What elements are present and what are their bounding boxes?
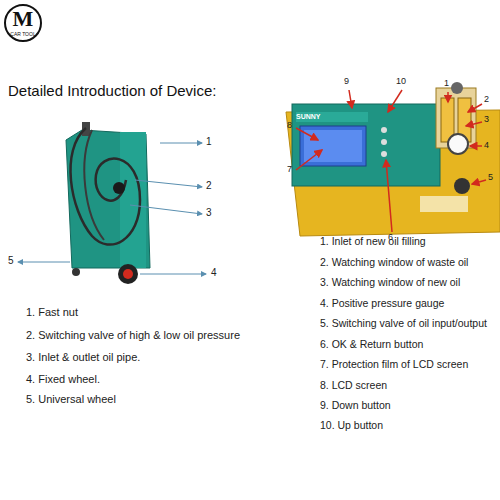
logo-text: CAR TOOL (6, 31, 40, 37)
logo-circle: MCAR TOOL (4, 4, 42, 42)
part-description: 9. Down button (320, 399, 498, 411)
part-description: 4. Fixed wheel. (26, 373, 100, 386)
part-description: 2. Watching window of waste oil (320, 256, 498, 268)
brand-text: SUNNY (296, 113, 321, 121)
machine-drawing (18, 122, 206, 284)
callout-number: 9 (344, 76, 349, 86)
part-description: 3. Inlet & outlet oil pipe. (26, 351, 140, 364)
logo-letter: M (6, 7, 40, 31)
callout-number: 4 (484, 140, 489, 150)
panel-drawing (286, 82, 500, 236)
callout-number: 10 (396, 76, 406, 86)
callout-number: 2 (206, 180, 212, 192)
part-description: 7. Protection film of LCD screen (320, 358, 498, 370)
part-description: 10. Up button (320, 419, 498, 431)
callout-number: 4 (211, 267, 217, 279)
part-description: 5. Switching valve of oil input/output (320, 317, 500, 329)
title: Detailed Introduction of Device: (8, 82, 216, 99)
callout-number: 3 (206, 207, 212, 219)
part-description: 8. LCD screen (320, 379, 498, 391)
part-description: 4. Positive pressure gauge (320, 297, 498, 309)
part-description: 1. Fast nut (26, 306, 78, 319)
part-description: 6. OK & Return button (320, 338, 498, 350)
callout-number: 2 (484, 94, 489, 104)
part-description: 3. Watching window of new oil (320, 276, 498, 288)
part-description: 5. Universal wheel (26, 393, 116, 406)
part-description: 1. Inlet of new oil filling (320, 235, 498, 247)
callout-number: 1 (206, 136, 212, 148)
part-description: 2. Switching valve of high & low oil pre… (26, 329, 240, 342)
callout-number: 3 (484, 114, 489, 124)
callout-number: 8 (287, 120, 292, 130)
callout-number: 5 (8, 255, 14, 267)
callout-number: 5 (488, 172, 493, 182)
callout-number: 7 (287, 164, 292, 174)
callout-number: 1 (444, 78, 449, 88)
